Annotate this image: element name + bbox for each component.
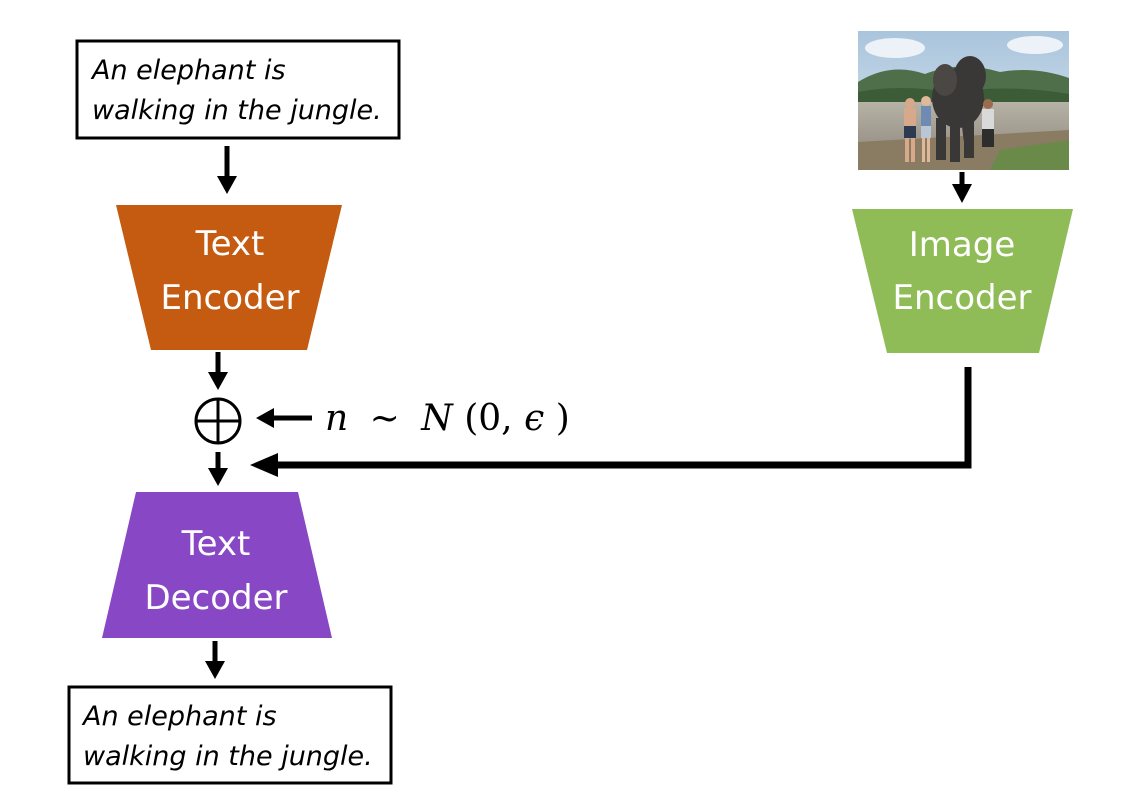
noise-dist: N	[420, 398, 454, 439]
text-decoder-block: Text Decoder	[102, 492, 332, 638]
image-encoder-label-line1: Image	[909, 225, 1015, 265]
text-encoder-shape	[116, 205, 342, 350]
text-encoder-label-line1: Text	[195, 224, 265, 264]
noise-eps: ϵ	[524, 398, 544, 439]
output-caption-line2: walking in the jungle.	[83, 741, 373, 772]
arrow-image-encoder-to-decoder	[250, 367, 972, 477]
output-caption-line1: An elephant is	[81, 701, 277, 732]
text-encoder-label-line2: Encoder	[160, 278, 299, 318]
noise-expression: n ~ N (0, ϵ )	[325, 398, 570, 439]
arrow-text-decoder-to-output	[205, 641, 225, 679]
arrow-text-encoder-to-sum	[208, 352, 228, 390]
arrow-photo-to-image-encoder	[952, 172, 972, 203]
people-in-photo	[904, 96, 994, 162]
text-decoder-label-line1: Text	[181, 524, 251, 564]
input-caption-line1: An elephant is	[90, 55, 286, 86]
noise-args: (0,	[464, 398, 524, 439]
arrow-caption-to-text-encoder	[217, 146, 237, 194]
text-encoder-block: Text Encoder	[116, 205, 342, 350]
noise-var: n	[325, 398, 348, 439]
noise-close: )	[556, 398, 570, 439]
elephant-photo	[858, 31, 1069, 170]
input-caption-line2: walking in the jungle.	[92, 95, 382, 126]
text-decoder-label-line2: Decoder	[144, 578, 287, 618]
image-encoder-label-line2: Encoder	[892, 278, 1031, 318]
input-caption-box: An elephant is walking in the jungle.	[75, 39, 401, 140]
image-encoder-block: Image Encoder	[852, 209, 1073, 353]
image-encoder-shape	[852, 209, 1073, 353]
text-decoder-shape	[102, 492, 332, 638]
arrow-sum-to-text-decoder	[208, 452, 228, 486]
noise-tilde: ~	[370, 398, 400, 439]
arrow-noise-to-sum	[256, 408, 312, 428]
output-caption-box: An elephant is walking in the jungle.	[67, 685, 393, 785]
circled-plus-icon	[194, 397, 242, 445]
